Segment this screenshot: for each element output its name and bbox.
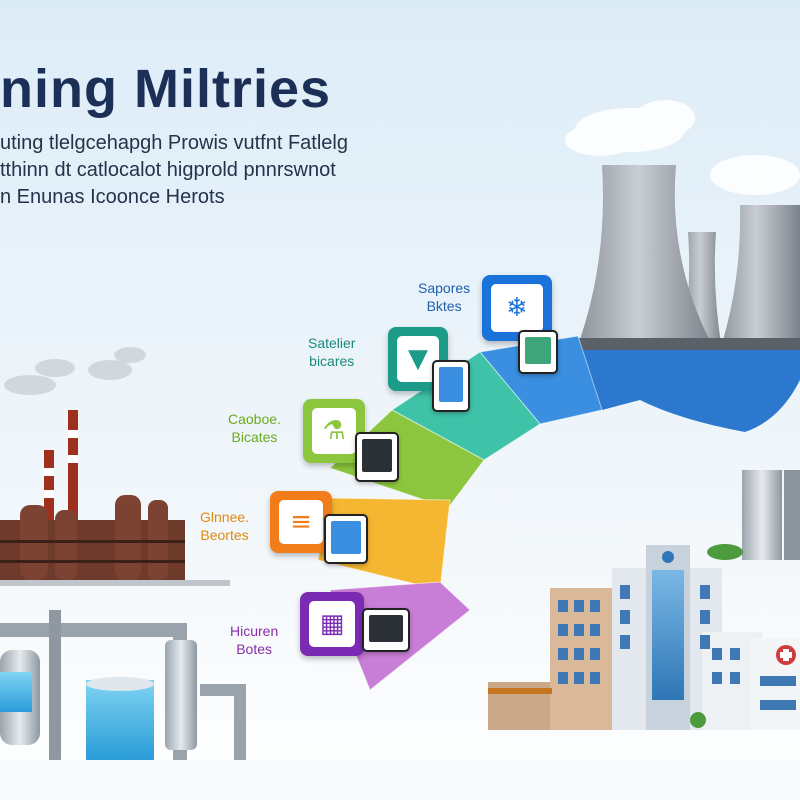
- page-subtitle: uting tlelgcehapgh Prowis vutfnt Fatlelg…: [0, 130, 348, 211]
- segment-label-line: Satelier: [308, 335, 356, 351]
- segment-label-line: Caoboe.: [228, 411, 281, 427]
- segment-label-line: Glnnee.: [200, 509, 250, 525]
- flask-icon: ⚗: [303, 399, 365, 463]
- segment-label-line: Beortes: [200, 527, 249, 543]
- segment-label: Caoboe. Bicates: [228, 410, 281, 446]
- subtitle-line: n Enunas Icoonce Herots: [0, 186, 225, 208]
- server-rack-icon: ≡: [270, 491, 332, 553]
- flask-icon-glyph: ⚗: [322, 416, 346, 446]
- device-screen-icon: [362, 608, 410, 652]
- control-panel-icon-glyph: ▦: [319, 609, 345, 639]
- subtitle-line: tthinn dt catlocalot higprold pnnrswnot: [0, 159, 336, 181]
- control-panel-icon: ▦: [300, 592, 364, 656]
- office-buildings: [488, 470, 800, 730]
- segment-blue-band: [575, 350, 800, 432]
- pipeline-system: [0, 610, 246, 760]
- segment-label-line: Botes: [236, 641, 273, 657]
- segment-label-line: bicares: [309, 353, 355, 369]
- segment-label-line: Sapores: [418, 280, 471, 296]
- segment-label: Glnnee. Beortes: [200, 508, 249, 544]
- segment-label-line: Hicuren: [230, 623, 279, 639]
- smoke-plume: [4, 347, 146, 395]
- test-tube-icon-glyph: ▼: [408, 344, 428, 374]
- cooling-towers: [578, 165, 800, 352]
- snowflake-chip-icon-glyph: ❄: [506, 293, 528, 323]
- segment-label-line: Bktes: [426, 298, 462, 314]
- cloud: [565, 100, 800, 195]
- segment-label-line: Bicates: [231, 429, 278, 445]
- segment-label: Satelier bicares: [308, 334, 355, 370]
- ground: [0, 760, 800, 800]
- server-rack-icon-glyph: ≡: [290, 507, 312, 537]
- subtitle-line: uting tlelgcehapgh Prowis vutfnt Fatlelg: [0, 132, 348, 154]
- refinery-plant: [0, 410, 230, 586]
- device-screen-icon: [355, 432, 399, 482]
- page-title: ning Miltries: [0, 59, 332, 119]
- device-screen-icon: [518, 330, 558, 374]
- device-screen-icon: [432, 360, 470, 412]
- device-screen-icon: [324, 514, 368, 564]
